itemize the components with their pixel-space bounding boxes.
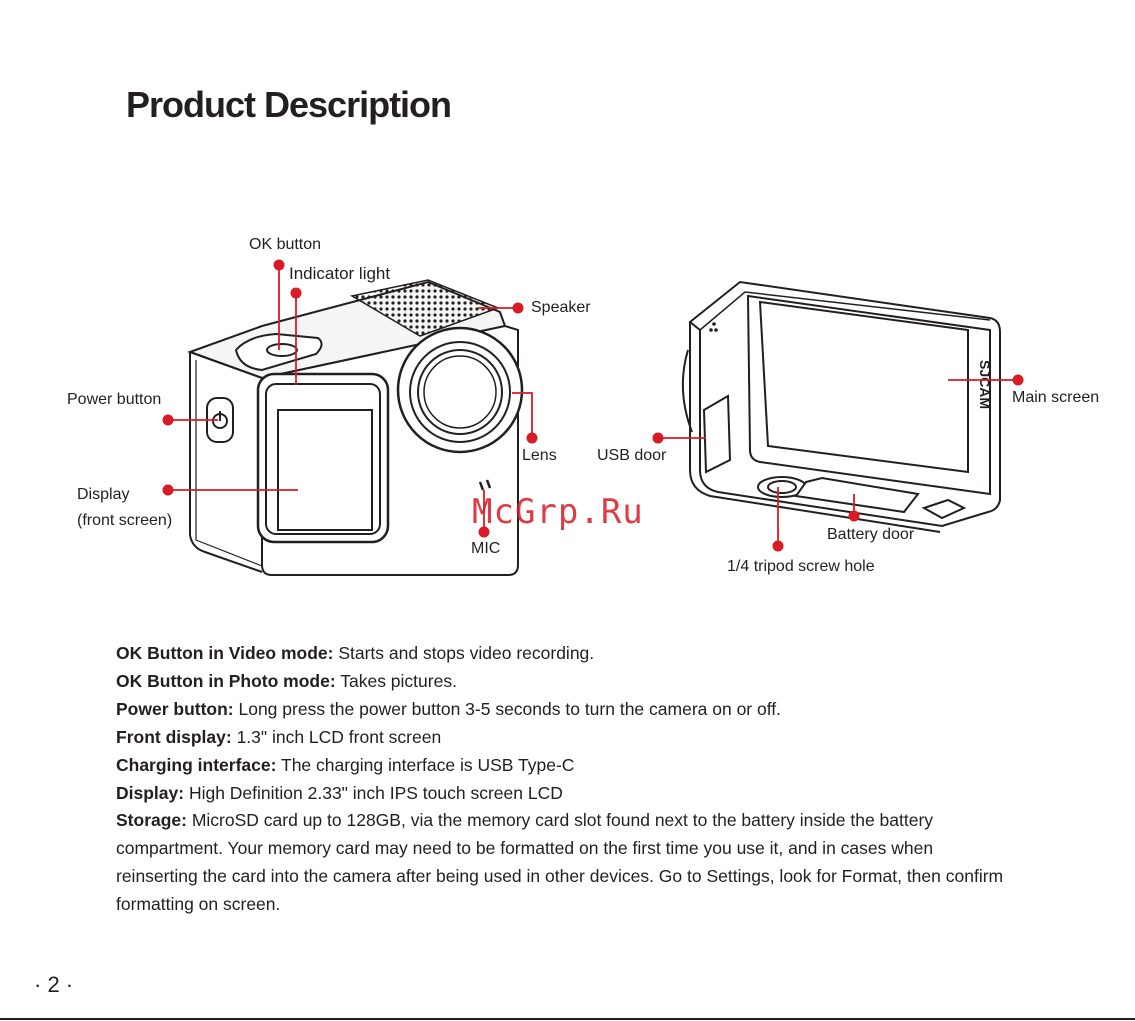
desc-power-button: Power button: Long press the power butto… bbox=[116, 698, 781, 719]
front-camera bbox=[187, 279, 524, 576]
label-lens: Lens bbox=[522, 447, 557, 464]
camera-diagram: SJCAM bbox=[162, 259, 1024, 576]
ok-button-shape bbox=[266, 343, 298, 357]
label-indicator-light: Indicator light bbox=[289, 264, 391, 283]
desc-ok-video: OK Button in Video mode: Starts and stop… bbox=[116, 643, 595, 663]
callouts bbox=[162, 259, 1024, 552]
desc-storage: Storage: MicroSD card up to 128GB, via t… bbox=[116, 810, 1004, 915]
main-screen-shape bbox=[758, 300, 969, 474]
watermark: McGrp.Ru bbox=[472, 492, 644, 532]
feature-descriptions: OK Button in Video mode: Starts and stop… bbox=[116, 640, 1016, 919]
label-ok-button: OK button bbox=[249, 236, 322, 253]
desc-display: Display: High Definition 2.33" inch IPS … bbox=[116, 782, 563, 803]
page-number: · 2 · bbox=[34, 972, 74, 997]
label-power-button: Power button bbox=[67, 391, 162, 408]
label-battery-door: Battery door bbox=[827, 526, 915, 543]
desc-charging-interface: Charging interface: The charging interfa… bbox=[116, 754, 575, 775]
label-main-screen: Main screen bbox=[1012, 389, 1100, 406]
label-speaker: Speaker bbox=[531, 299, 591, 316]
label-tripod-screw-hole: 1/4 tripod screw hole bbox=[727, 558, 875, 575]
label-usb-door: USB door bbox=[597, 447, 667, 464]
back-camera bbox=[681, 280, 1001, 533]
desc-ok-photo: OK Button in Photo mode: Takes pictures. bbox=[116, 670, 457, 691]
label-display: Display bbox=[77, 486, 130, 503]
bottom-rule bbox=[0, 1018, 1135, 1020]
desc-front-display: Front display: 1.3" inch LCD front scree… bbox=[116, 726, 442, 747]
label-display-front-screen: (front screen) bbox=[77, 512, 173, 529]
label-mic: MIC bbox=[471, 540, 501, 557]
brand-logo: SJCAM bbox=[977, 360, 993, 409]
page-title: Product Description bbox=[126, 84, 452, 125]
